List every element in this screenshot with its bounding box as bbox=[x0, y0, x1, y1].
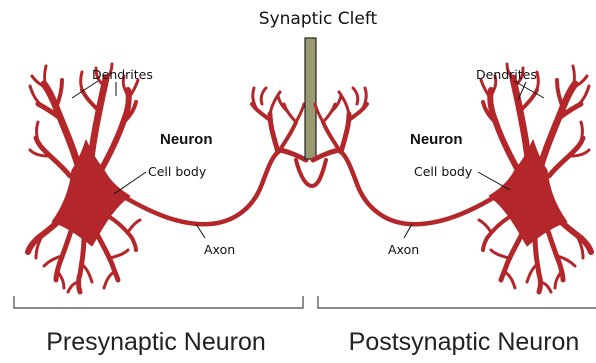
left-cell-body-leader bbox=[114, 172, 146, 194]
left-cell-body-label: Cell body bbox=[148, 164, 207, 179]
presynaptic-bracket bbox=[14, 296, 303, 308]
synaptic-cleft-bar bbox=[305, 38, 316, 159]
right-dendrites-label: Dendrites bbox=[476, 67, 537, 82]
right-axon-label: Axon bbox=[388, 242, 419, 257]
left-axon-label: Axon bbox=[204, 242, 235, 257]
postsynaptic-neuron-label: Postsynaptic Neuron bbox=[349, 328, 580, 356]
left-neuron-label: Neuron bbox=[160, 131, 213, 148]
synapse-junction bbox=[296, 160, 326, 186]
left-dendrites-label: Dendrites bbox=[92, 67, 153, 82]
postsynaptic-dendrite-terminals bbox=[313, 88, 367, 160]
right-cell-body-label: Cell body bbox=[414, 164, 473, 179]
right-cell-body-leader bbox=[478, 172, 510, 190]
synaptic-cleft-label: Synaptic Cleft bbox=[259, 9, 378, 29]
presynaptic-axon bbox=[126, 150, 280, 224]
presynaptic-axon-terminals bbox=[252, 88, 306, 160]
right-neuron-label: Neuron bbox=[410, 131, 463, 148]
postsynaptic-axon bbox=[339, 150, 493, 224]
presynaptic-neuron-label: Presynaptic Neuron bbox=[46, 328, 266, 356]
postsynaptic-bracket bbox=[318, 296, 596, 308]
